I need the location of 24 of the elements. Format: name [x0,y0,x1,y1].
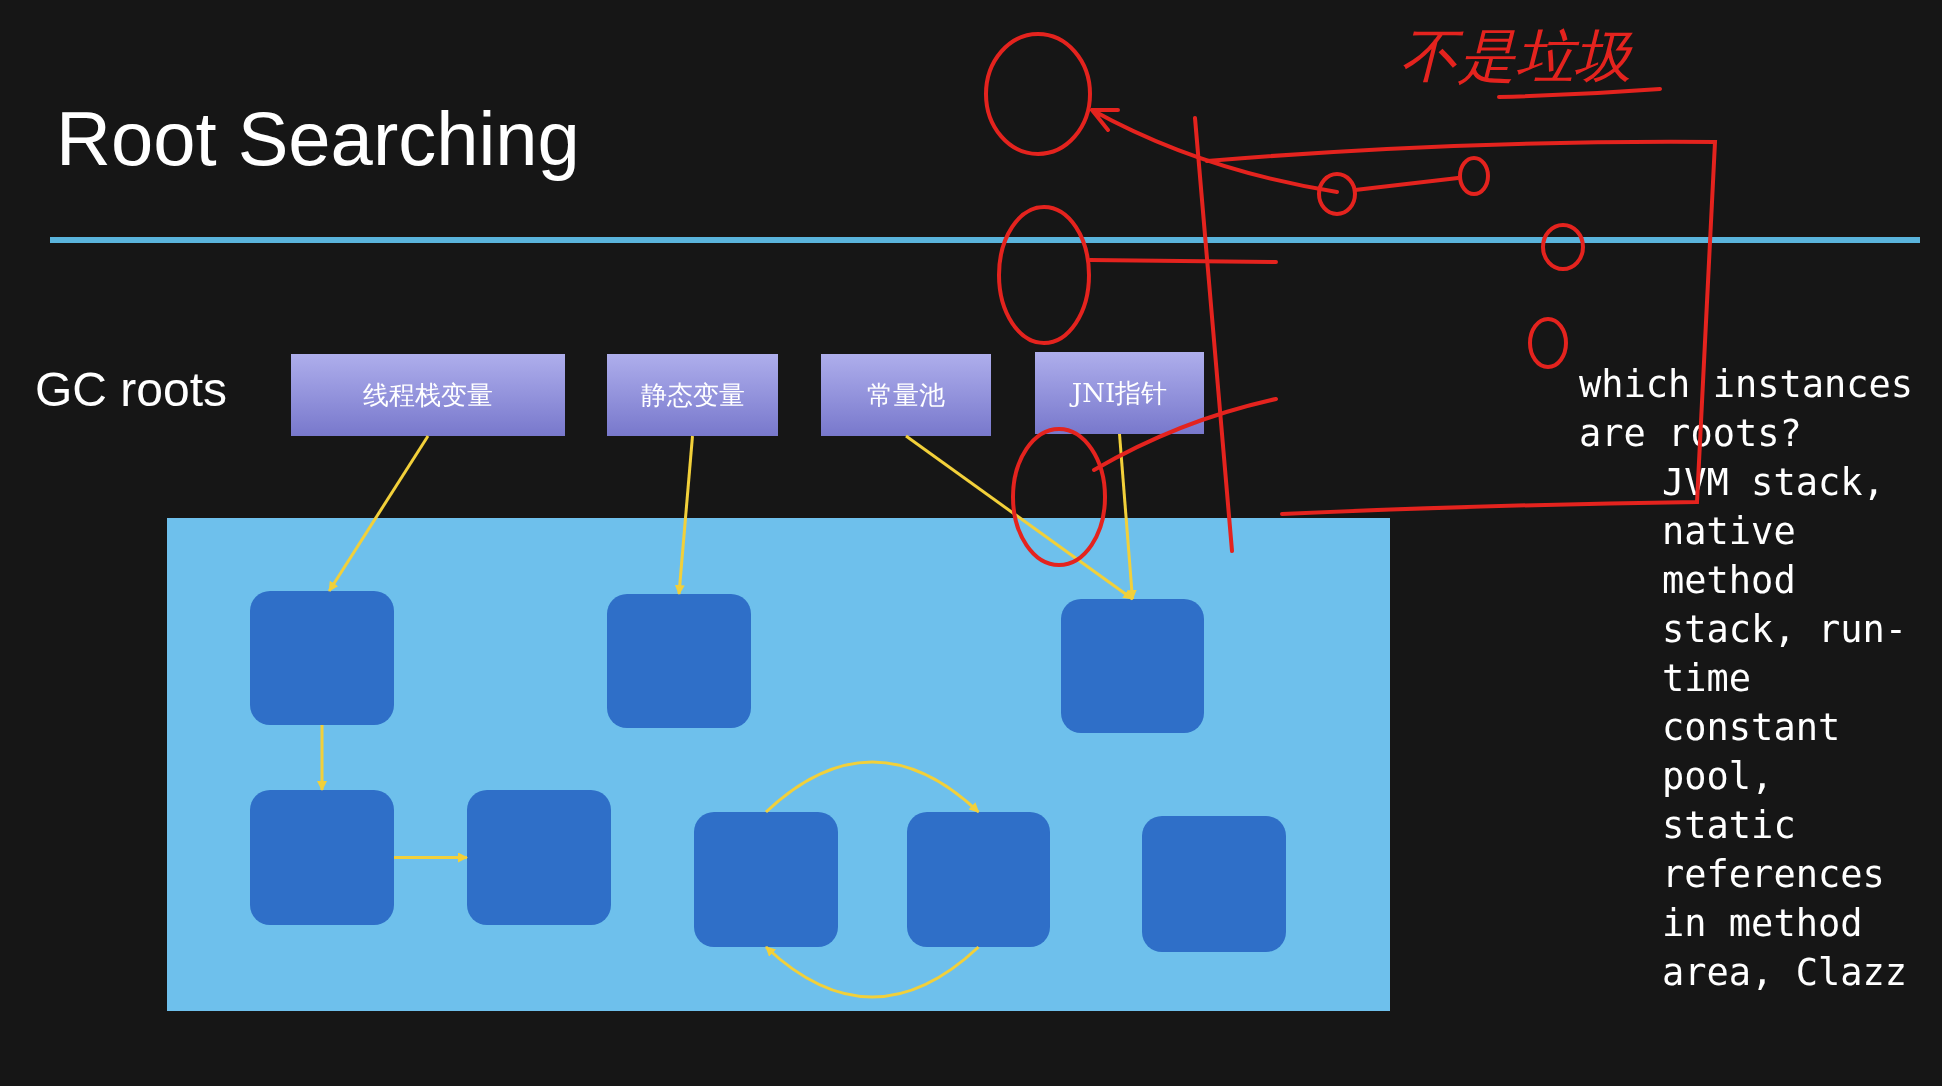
root-box: 线程栈变量 [291,354,565,436]
object-box [467,790,611,925]
object-box [907,812,1050,947]
object-box [1061,599,1204,733]
arrow [765,760,980,814]
object-box [607,594,751,728]
object-box [250,790,394,925]
arrow [674,435,694,595]
object-box [250,591,394,725]
object-box [694,812,838,947]
object-box [1142,816,1286,952]
arrow [905,434,1134,601]
title: Root Searching [56,95,580,182]
root-box: JNI指针 [1035,352,1204,434]
arrow [327,435,430,592]
handwritten-note: 不是垃圾 [1400,21,1632,92]
arrow [394,852,468,863]
root-box: 静态变量 [607,354,778,436]
heap-area [167,518,1390,1011]
arrow [317,725,327,791]
row-label: GC roots [35,362,228,417]
root-box: 常量池 [821,354,991,436]
arrow [765,945,980,999]
arrow [1118,433,1137,600]
